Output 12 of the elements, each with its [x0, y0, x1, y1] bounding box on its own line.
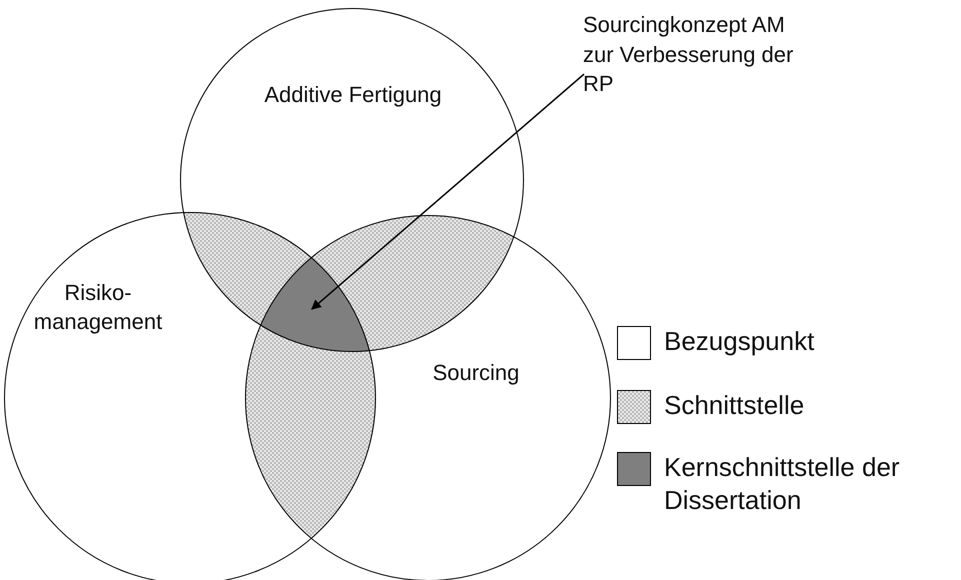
callout-text: Sourcingkonzept AM zur Verbesserung der RP	[583, 10, 808, 100]
venn-circle	[180, 8, 524, 352]
leader-arrow	[311, 74, 584, 310]
legend-label: Schnittstelle	[664, 389, 806, 422]
venn-circle	[245, 215, 611, 580]
core-overlap-region	[260, 257, 370, 352]
circle-label: Additive Fertigung	[263, 81, 443, 109]
legend-label: Bezugspunkt	[664, 325, 816, 358]
legend-label: Kernschnittstelle der Dissertation	[664, 451, 901, 516]
venn-circle	[4, 212, 376, 580]
circle-label: Sourcing	[432, 359, 520, 387]
circle-label: Risiko-management	[32, 279, 164, 336]
